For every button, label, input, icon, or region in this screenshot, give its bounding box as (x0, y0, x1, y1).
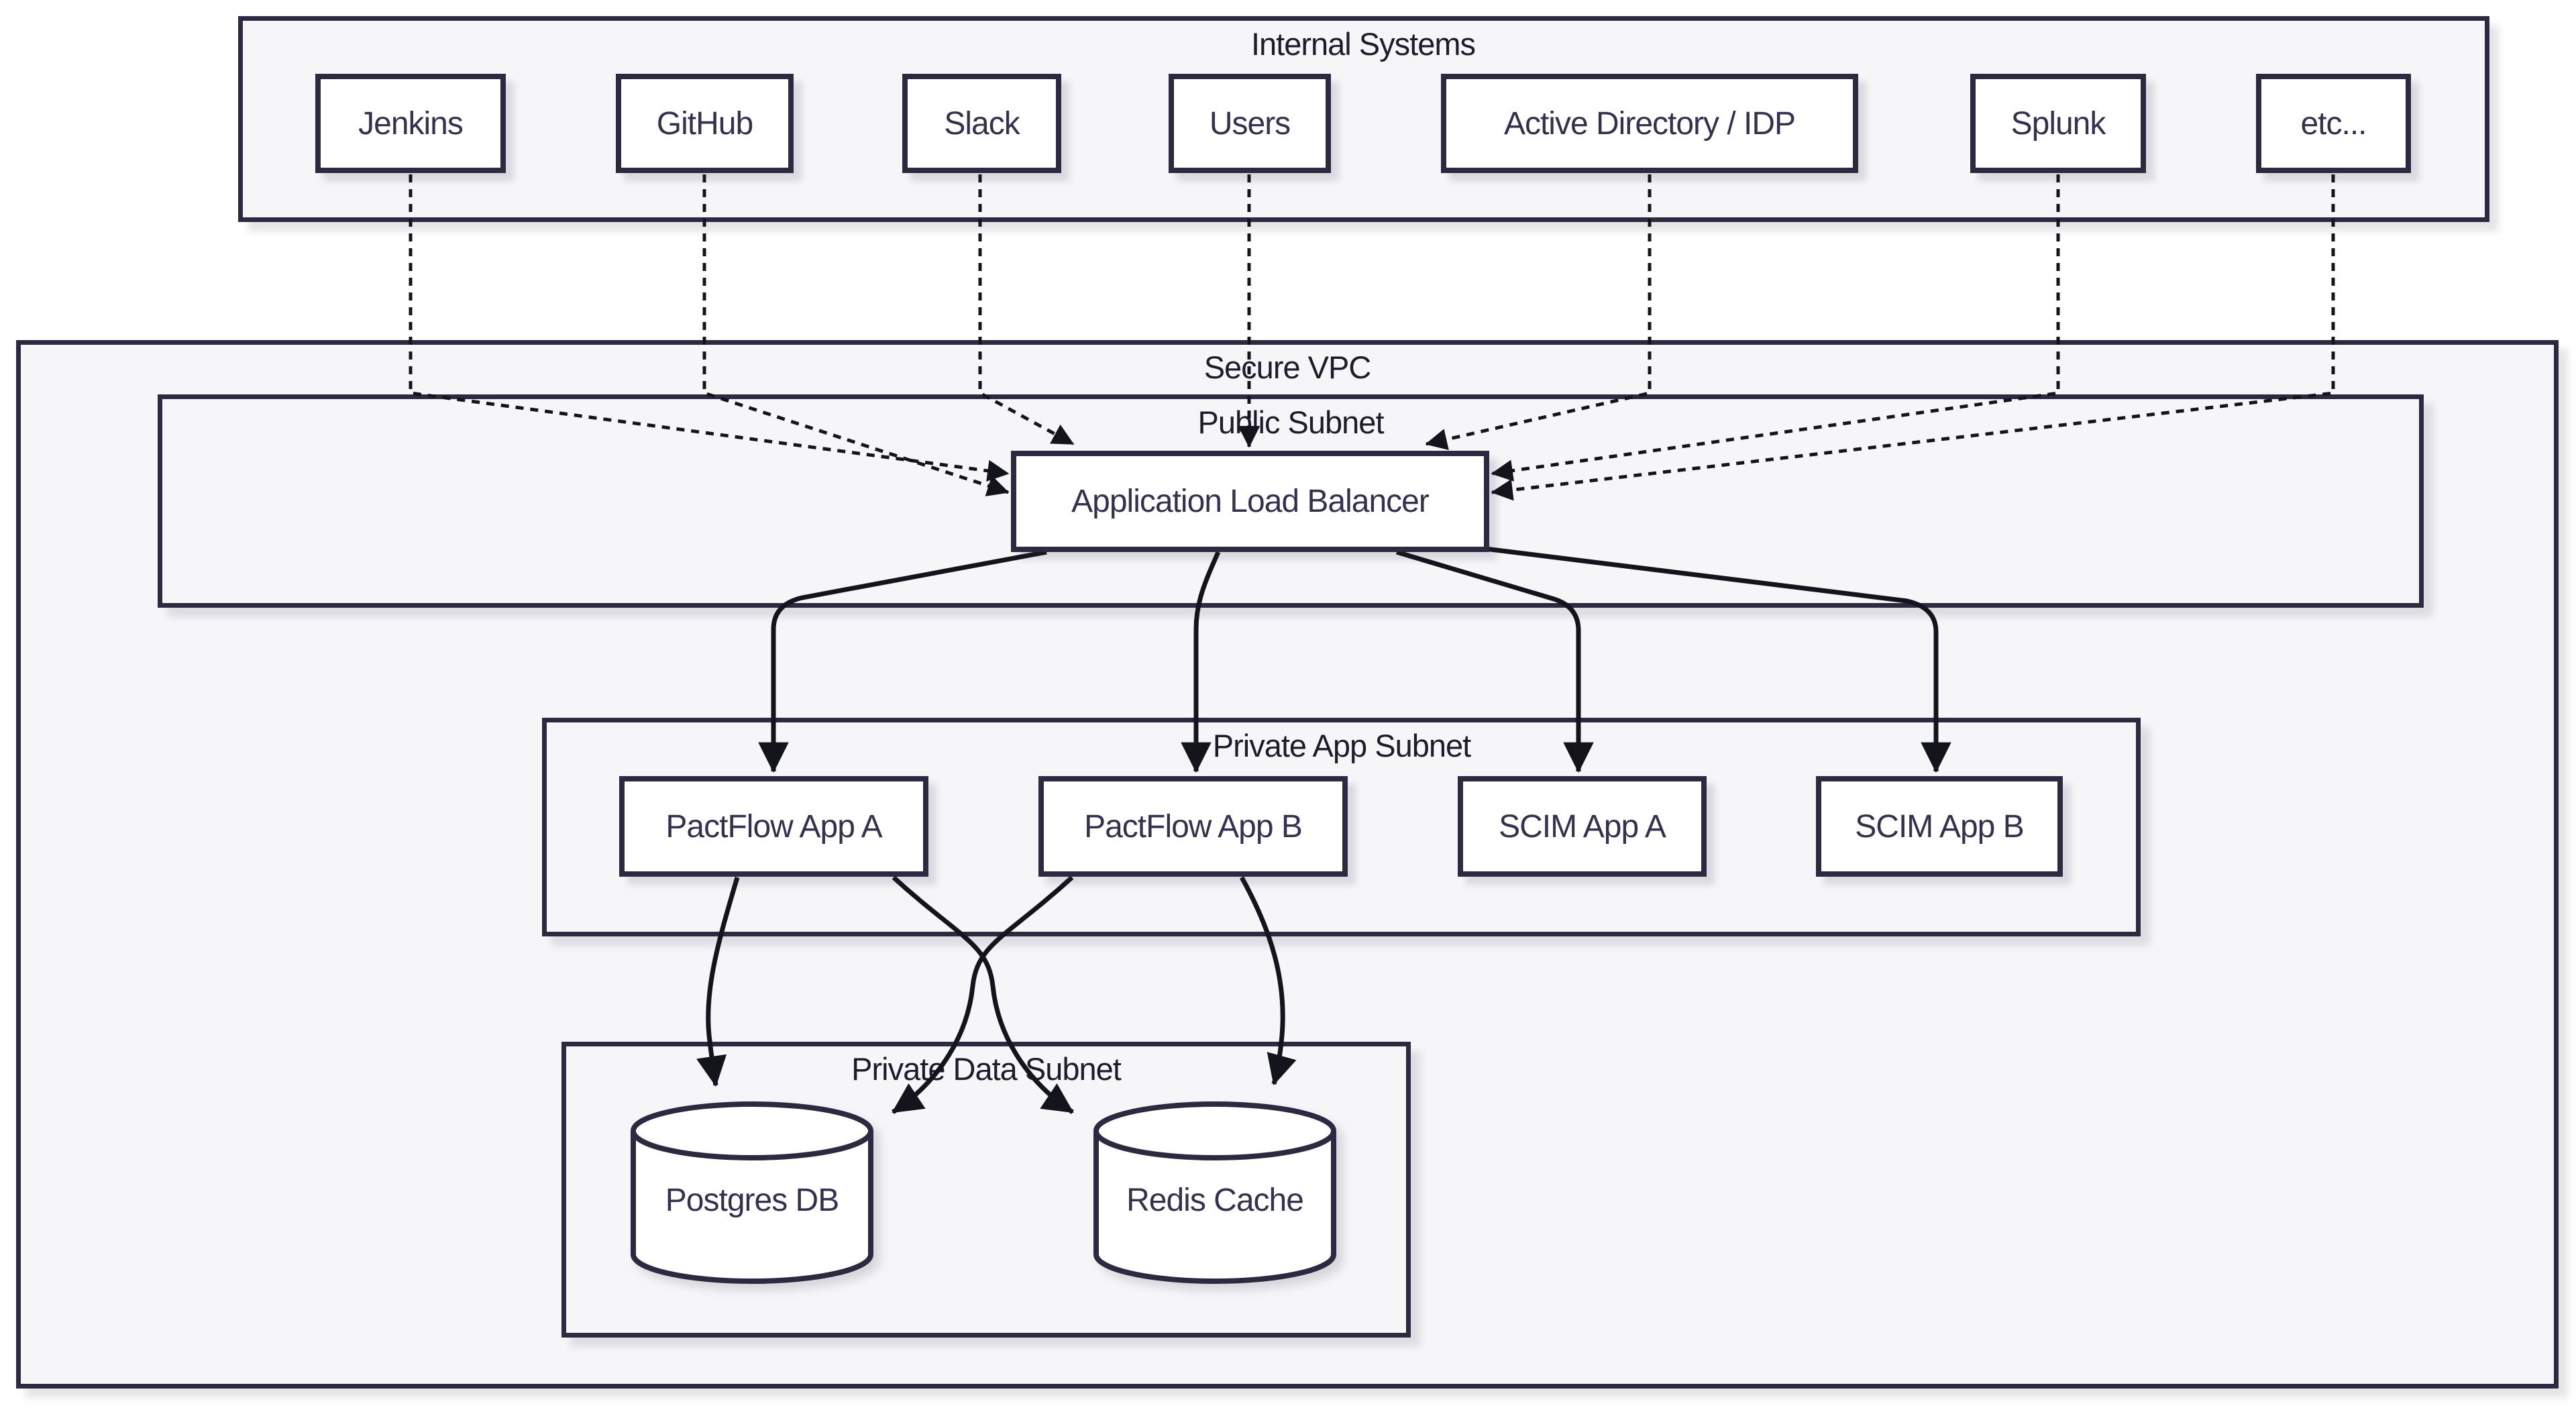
node-splunk-label: Splunk (2010, 105, 2106, 142)
node-slack: Slack (902, 74, 1061, 173)
node-github: GitHub (616, 74, 794, 173)
node-splunk: Splunk (1970, 74, 2146, 173)
postgres-cylinder-body (631, 1131, 873, 1284)
redis-cylinder-top (1093, 1101, 1336, 1160)
node-pactflow-app-b: PactFlow App B (1038, 776, 1348, 877)
redis-cylinder-body (1093, 1131, 1336, 1284)
node-scim-app-b: SCIM App B (1816, 776, 2063, 877)
node-etc-label: etc... (2300, 105, 2367, 142)
node-pactflow-app-a-label: PactFlow App A (665, 808, 882, 845)
node-active-directory-idp: Active Directory / IDP (1441, 74, 1858, 173)
node-users-label: Users (1209, 105, 1291, 142)
title-private-app-subnet: Private App Subnet (1212, 728, 1471, 763)
node-github-label: GitHub (656, 105, 753, 142)
node-scim-app-a-label: SCIM App A (1499, 808, 1666, 845)
node-users: Users (1169, 74, 1331, 173)
node-etc: etc... (2256, 74, 2411, 173)
node-redis-cache-label: Redis Cache (1126, 1183, 1303, 1218)
node-slack-label: Slack (944, 105, 1020, 142)
postgres-cylinder-top (631, 1101, 873, 1160)
title-secure-vpc: Secure VPC (1203, 349, 1372, 385)
title-public-subnet: Public Subnet (1197, 404, 1384, 440)
node-scim-app-b-label: SCIM App B (1855, 808, 2024, 845)
title-internal-systems: Internal Systems (1250, 26, 1476, 62)
node-scim-app-a: SCIM App A (1458, 776, 1707, 877)
node-jenkins-label: Jenkins (358, 105, 464, 142)
cylinder-postgres-db: Postgres DB (628, 1100, 876, 1288)
node-pactflow-app-b-label: PactFlow App B (1084, 808, 1303, 845)
title-private-data-subnet: Private Data Subnet (851, 1051, 1122, 1087)
node-application-load-balancer: Application Load Balancer (1011, 451, 1489, 552)
node-application-load-balancer-label: Application Load Balancer (1071, 484, 1430, 519)
node-active-directory-idp-label: Active Directory / IDP (1503, 105, 1796, 142)
cylinder-redis-cache: Redis Cache (1091, 1100, 1339, 1288)
node-postgres-db-label: Postgres DB (665, 1183, 839, 1218)
node-pactflow-app-a: PactFlow App A (619, 776, 928, 877)
node-jenkins: Jenkins (315, 74, 506, 173)
